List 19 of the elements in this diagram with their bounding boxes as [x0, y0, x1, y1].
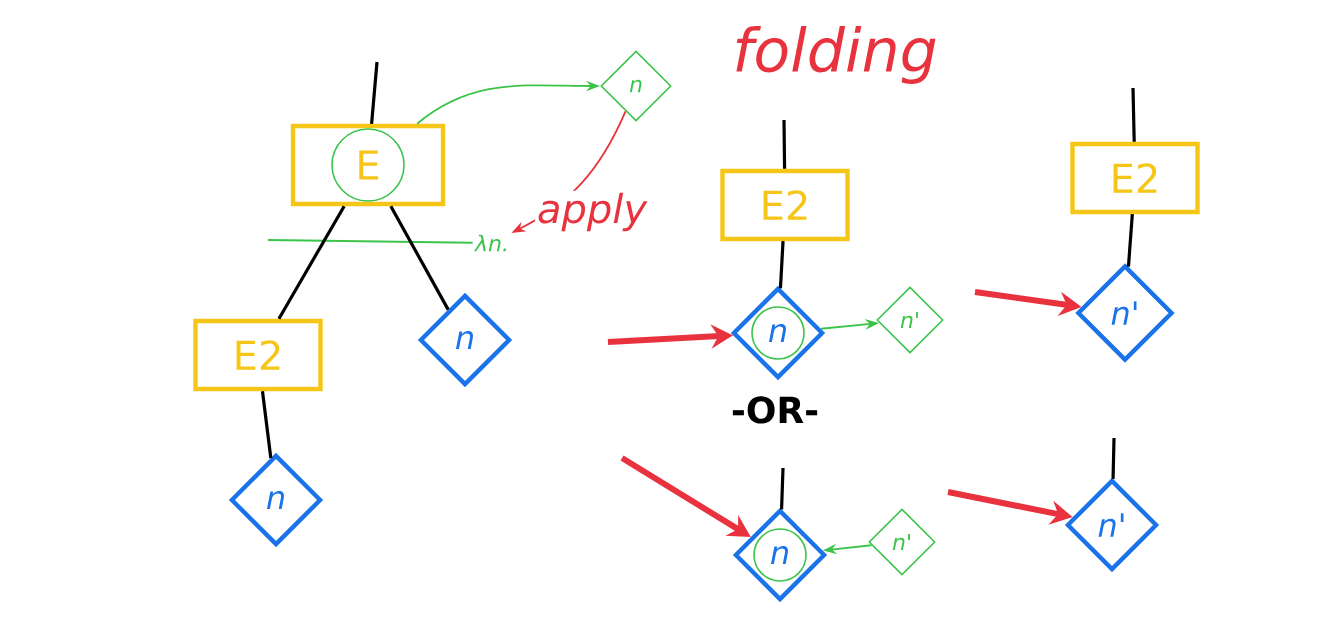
tree-line — [267, 239, 474, 244]
title: folding — [736, 25, 936, 85]
tree-line — [778, 241, 785, 289]
tree-line — [1111, 437, 1116, 479]
tree-line — [277, 205, 346, 320]
tree-line — [782, 119, 787, 169]
tree-line — [389, 205, 450, 311]
tree-line — [260, 391, 273, 459]
expression-box: E2 — [720, 168, 850, 242]
tree-line — [1131, 87, 1136, 142]
tree-line — [370, 61, 379, 124]
lambda-label: λn. — [474, 234, 507, 252]
expression-box: E2 — [1070, 141, 1200, 215]
separator-label: -OR- — [732, 396, 818, 424]
edge-label: apply — [534, 190, 650, 234]
tree-line — [780, 467, 785, 510]
expression-box: E2 — [193, 318, 323, 392]
tree-line — [1126, 214, 1134, 267]
expression-box: E — [290, 123, 446, 207]
